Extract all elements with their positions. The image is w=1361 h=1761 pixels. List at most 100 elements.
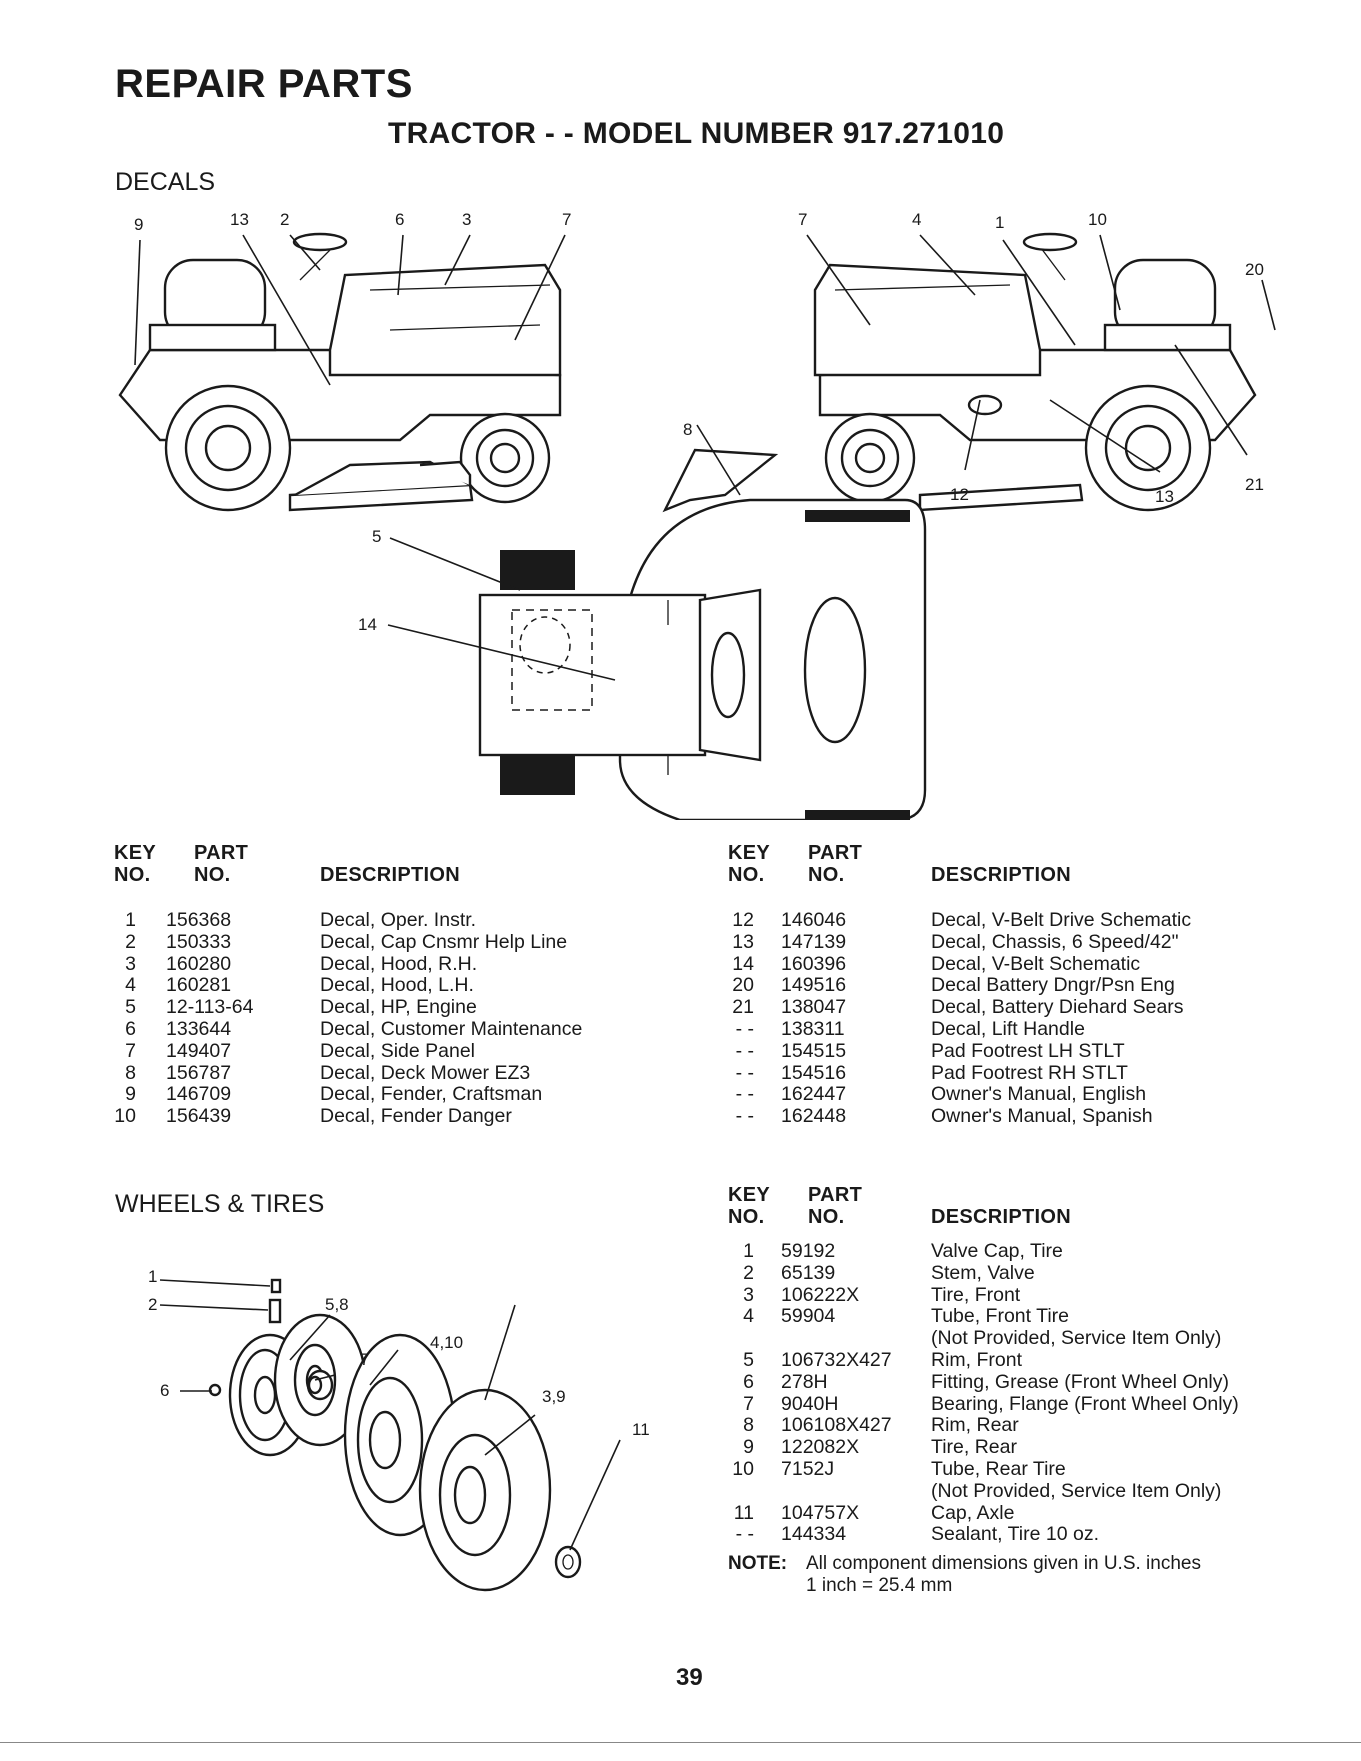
- leader-lines: [134, 234, 1276, 681]
- part-no-cell: 106732X427: [781, 1349, 892, 1371]
- description-cell: Pad Footrest RH STLT: [931, 1061, 1128, 1084]
- wheel-parts: [208, 1278, 582, 1592]
- callout-4-10: 4,10: [430, 1333, 463, 1352]
- wheels-exploded-diagram: 1 2 5,8 4,10 7 3,9 6 11: [148, 1267, 650, 1592]
- col-description: DESCRIPTION: [931, 864, 1071, 886]
- key-cell: 8: [125, 1061, 136, 1084]
- key-cell: 6: [743, 1370, 754, 1393]
- tractor-right-side-view: [813, 232, 1257, 512]
- part-no-cell: 162447: [781, 1083, 847, 1106]
- part-no-cell: 106108X427: [781, 1414, 892, 1437]
- part-no-cell: 144334: [781, 1523, 847, 1546]
- part-no-cell: 138047: [781, 996, 847, 1019]
- key-cell: - -: [735, 1039, 754, 1062]
- part-no-cell: 156439: [166, 1105, 232, 1128]
- part-no-cell: 104757X: [781, 1501, 860, 1524]
- col-part-line1: PART: [808, 1184, 863, 1206]
- note-line-1: All component dimensions given in U.S. i…: [806, 1553, 1201, 1574]
- col-key-line2: NO.: [114, 864, 151, 886]
- part-no-cell: 156787: [166, 1061, 232, 1084]
- part-no-cell: 150333: [166, 930, 232, 953]
- key-cell: - -: [735, 1061, 754, 1084]
- description-cell: Sealant, Tire 10 oz.: [931, 1523, 1100, 1546]
- callout-6: 6: [395, 210, 404, 229]
- callout-1: 1: [148, 1267, 157, 1286]
- description-cell: Rim, Rear: [931, 1414, 1019, 1437]
- part-no-cell: 162448: [781, 1105, 847, 1128]
- callout-2: 2: [280, 210, 289, 229]
- callout-6: 6: [160, 1381, 169, 1400]
- decals-diagram: 9 13 2 6 3 7 7 4 1 10 20 8 21 12 13 5 14: [118, 210, 1276, 820]
- part-no-cell: 149516: [781, 974, 847, 997]
- callout-21: 21: [1245, 475, 1264, 494]
- part-no-cell: 7152J: [781, 1458, 835, 1480]
- key-cell: 3: [125, 952, 136, 975]
- key-cell: 9: [125, 1083, 136, 1106]
- part-no-cell: 133644: [166, 1018, 232, 1040]
- col-part-line1: PART: [808, 842, 863, 864]
- description-cell: Cap, Axle: [931, 1501, 1015, 1524]
- description-cell: Decal, Fender Danger: [320, 1105, 512, 1128]
- description-cell: Decal, V-Belt Schematic: [931, 952, 1141, 975]
- key-cell: 1: [743, 1240, 754, 1262]
- part-no-cell: 160396: [781, 952, 847, 975]
- wheels-heading: WHEELS & TIRES: [115, 1190, 325, 1218]
- description-cell: Decal, Customer Maintenance: [320, 1018, 583, 1040]
- key-cell: 4: [743, 1305, 754, 1328]
- description-cell: Decal, Chassis, 6 Speed/42": [931, 930, 1179, 953]
- note-label: NOTE:: [728, 1553, 788, 1574]
- key-cell: 14: [732, 952, 754, 975]
- col-part-line2: NO.: [808, 1206, 845, 1228]
- col-key-line1: KEY: [114, 842, 157, 864]
- part-no-cell: 65139: [781, 1261, 836, 1284]
- tractor-left-side-view: [118, 232, 562, 512]
- part-no-cell: 146709: [166, 1083, 232, 1106]
- callout-13-left: 13: [230, 210, 249, 229]
- callout-8: 8: [683, 420, 692, 439]
- key-cell: 10: [732, 1458, 754, 1480]
- description-cell: Decal, Deck Mower EZ3: [320, 1061, 531, 1084]
- callout-4: 4: [912, 210, 921, 229]
- description-cell: Decal, HP, Engine: [320, 996, 477, 1019]
- callout-13-right: 13: [1155, 487, 1174, 506]
- callout-3-9: 3,9: [542, 1387, 566, 1406]
- description-cell: (Not Provided, Service Item Only): [931, 1479, 1222, 1502]
- col-key-line2: NO.: [728, 864, 765, 886]
- callout-11: 11: [632, 1420, 650, 1439]
- note-line-2: 1 inch = 25.4 mm: [806, 1575, 953, 1596]
- callout-7-right: 7: [798, 210, 807, 229]
- description-cell: Tube, Front Tire: [931, 1305, 1069, 1328]
- callout-14: 14: [358, 615, 377, 634]
- description-cell: Decal, Fender, Craftsman: [320, 1083, 543, 1106]
- key-cell: - -: [735, 1105, 754, 1128]
- callout-10: 10: [1088, 210, 1107, 229]
- description-cell: Decal, Cap Cnsmr Help Line: [320, 930, 568, 953]
- part-no-cell: 160281: [166, 974, 232, 997]
- part-no-cell: 122082X: [781, 1436, 860, 1459]
- key-cell: - -: [735, 1083, 754, 1106]
- col-description: DESCRIPTION: [931, 1206, 1071, 1228]
- description-cell: Fitting, Grease (Front Wheel Only): [931, 1370, 1230, 1393]
- callout-2: 2: [148, 1295, 157, 1314]
- callout-1: 1: [995, 213, 1004, 232]
- key-cell: 2: [743, 1261, 754, 1284]
- key-cell: 8: [743, 1414, 754, 1437]
- description-cell: Decal, Lift Handle: [931, 1018, 1085, 1040]
- callout-7: 7: [360, 1350, 369, 1369]
- key-cell: - -: [735, 1523, 754, 1546]
- page-subtitle: TRACTOR - - MODEL NUMBER 917.271010: [388, 117, 1005, 150]
- description-cell: Owner's Manual, Spanish: [931, 1105, 1153, 1128]
- part-no-cell: 146046: [781, 909, 847, 931]
- description-cell: Stem, Valve: [931, 1261, 1035, 1284]
- col-description: DESCRIPTION: [320, 864, 460, 886]
- description-cell: Owner's Manual, English: [931, 1083, 1147, 1106]
- callout-7-left: 7: [562, 210, 571, 229]
- description-cell: Tire, Front: [931, 1283, 1021, 1306]
- col-part-line2: NO.: [194, 864, 231, 886]
- callout-5-8: 5,8: [325, 1295, 349, 1314]
- description-cell: Decal, Hood, L.H.: [320, 974, 474, 997]
- key-cell: 21: [732, 996, 754, 1019]
